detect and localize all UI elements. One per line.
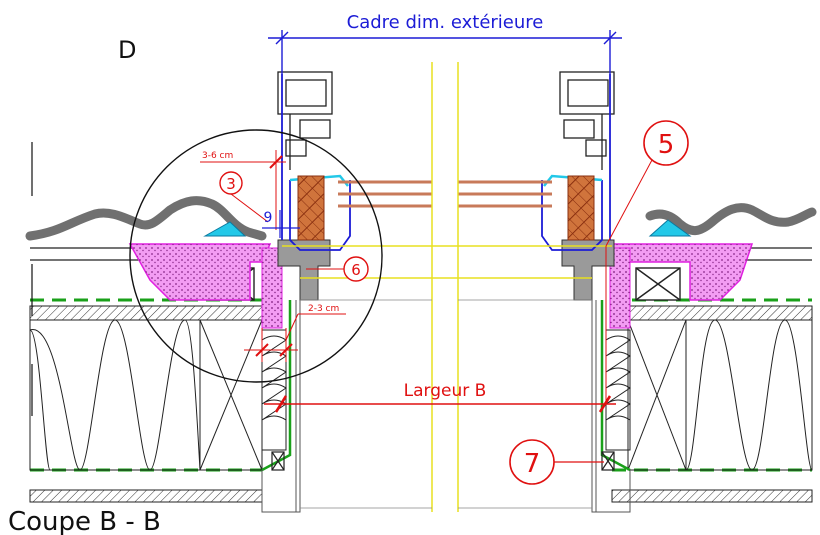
svg-text:3: 3 — [226, 175, 236, 193]
svg-text:6: 6 — [351, 261, 361, 279]
gap-bottom-label: 2-3 cm — [308, 304, 339, 314]
kerb-lining-right — [605, 329, 631, 451]
roof-tile-right — [645, 203, 817, 235]
insulation-right — [685, 319, 813, 471]
crossbox-left — [271, 451, 285, 471]
boarding-left-bottom — [29, 489, 263, 503]
rafter-left — [199, 319, 263, 471]
marker-3: 3 — [219, 171, 269, 223]
seals — [203, 219, 692, 237]
bead-left — [297, 175, 325, 241]
batten-right — [635, 267, 681, 301]
crossbox-right — [601, 451, 615, 471]
svg-text:7: 7 — [524, 449, 541, 479]
dimension-gap-top — [200, 150, 286, 230]
view-letter: D — [118, 36, 136, 64]
boarding-right-top — [611, 305, 813, 321]
kerb-lining-left — [261, 329, 287, 451]
frame-blue-right — [541, 74, 611, 251]
frame-dimension-label: Cadre dim. extérieure — [347, 12, 544, 33]
width-label: Largeur B — [404, 381, 487, 401]
boarding-right-bottom — [611, 489, 813, 503]
detail-circle — [129, 129, 383, 383]
kerb-insulation-left-dots — [262, 248, 282, 328]
marker-6: 6 — [306, 256, 369, 282]
marker-5: 5 — [605, 120, 689, 247]
roof-tile-left — [25, 196, 267, 241]
svg-text:5: 5 — [658, 130, 675, 160]
inner-lining — [261, 300, 631, 513]
frame-cyan — [289, 174, 603, 187]
glazing — [338, 180, 552, 208]
flashing-left-dots — [130, 244, 270, 300]
frame-profile-left — [277, 239, 331, 301]
axis-lines — [282, 62, 612, 512]
dimension-width — [264, 246, 616, 413]
dimension-top — [268, 30, 622, 74]
kerb-insulation-right-dots — [610, 248, 630, 328]
opening-lines — [300, 299, 592, 509]
dimension-small — [262, 210, 300, 238]
marker-9: 9 — [264, 210, 273, 226]
section-title: Coupe B - B — [8, 507, 161, 535]
gap-top-label: 3-6 cm — [202, 151, 233, 161]
dimension-gap-bottom — [244, 313, 346, 362]
window-sash — [277, 71, 615, 170]
flashing-right-dots — [612, 244, 752, 300]
insulation-left — [29, 319, 201, 471]
rafter-right — [627, 319, 687, 471]
marker-7: 7 — [509, 439, 604, 485]
bead-right — [567, 175, 595, 241]
